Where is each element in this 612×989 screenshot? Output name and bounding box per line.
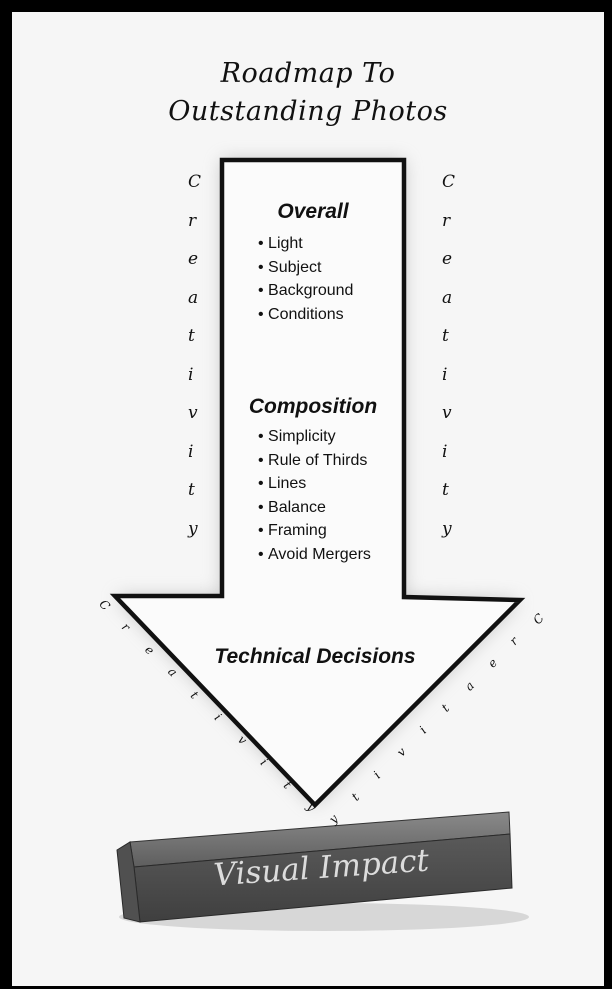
composition-item: Simplicity bbox=[258, 425, 371, 449]
creativity-right-letter: i bbox=[442, 364, 448, 385]
composition-list: Simplicity Rule of Thirds Lines Balance … bbox=[258, 425, 371, 567]
composition-heading: Composition bbox=[248, 395, 378, 418]
creativity-left-letter: t bbox=[188, 480, 195, 500]
creativity-right-letter: e bbox=[442, 249, 453, 269]
technical-decisions-heading: Technical Decisions bbox=[214, 645, 416, 668]
creativity-left-letter: a bbox=[188, 287, 199, 308]
creativity-left-letter: e bbox=[188, 249, 199, 269]
creativity-left-letter: C bbox=[188, 172, 202, 192]
overall-list: Light Subject Background Conditions bbox=[258, 232, 353, 326]
creativity-left-letter: i bbox=[188, 441, 194, 462]
creativity-left-letter: v bbox=[188, 403, 198, 423]
overall-item: Background bbox=[258, 279, 353, 303]
composition-item: Lines bbox=[258, 472, 371, 496]
creativity-left-letter: t bbox=[188, 326, 195, 346]
title-line-2: Outstanding Photos bbox=[168, 96, 448, 127]
overall-item: Conditions bbox=[258, 303, 353, 327]
composition-item: Rule of Thirds bbox=[258, 449, 371, 473]
overall-heading: Overall bbox=[277, 200, 349, 223]
composition-item: Framing bbox=[258, 519, 371, 543]
creativity-right-letter: t bbox=[442, 326, 449, 346]
composition-item: Balance bbox=[258, 496, 371, 520]
page: Roadmap To Outstanding Photos bbox=[12, 12, 604, 986]
overall-item: Subject bbox=[258, 256, 353, 280]
creativity-right-letter: i bbox=[442, 441, 448, 462]
creativity-right-letter: r bbox=[442, 210, 451, 231]
creativity-right-letter: t bbox=[442, 480, 449, 500]
creativity-right-letter: v bbox=[442, 403, 452, 423]
creativity-left-letter: i bbox=[188, 364, 194, 385]
composition-item: Avoid Mergers bbox=[258, 543, 371, 567]
creativity-left-letter: y bbox=[188, 518, 198, 539]
creativity-left-letter: r bbox=[188, 210, 197, 231]
overall-item: Light bbox=[258, 232, 353, 256]
creativity-right-letter: y bbox=[442, 518, 452, 539]
title-line-1: Roadmap To bbox=[220, 58, 396, 89]
creativity-right-letter: a bbox=[442, 287, 453, 308]
visual-impact-block bbox=[116, 811, 529, 931]
creativity-right-letter: C bbox=[442, 172, 456, 192]
